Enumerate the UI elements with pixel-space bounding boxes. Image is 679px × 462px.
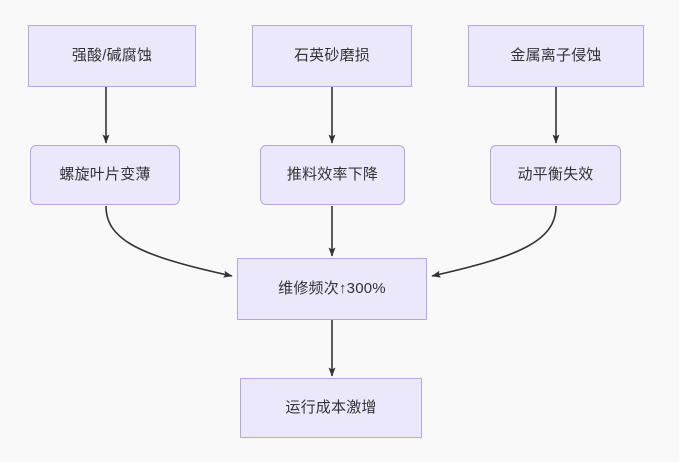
edge-balance-to-maintenance: [431, 205, 557, 278]
node-maintenance-frequency[interactable]: 维修频次↑300%: [237, 258, 427, 320]
node-label: 石英砂磨损: [293, 47, 370, 64]
node-cause-metal[interactable]: 金属离子侵蚀: [468, 25, 644, 87]
node-effect-blade[interactable]: 螺旋叶片变薄: [30, 145, 180, 205]
node-label: 动平衡失效: [517, 166, 594, 183]
node-label: 金属离子侵蚀: [510, 47, 602, 64]
node-effect-feed[interactable]: 推料效率下降: [260, 145, 405, 205]
node-operating-cost[interactable]: 运行成本激增: [240, 378, 422, 438]
node-cause-sand[interactable]: 石英砂磨损: [252, 25, 412, 87]
edge-blade-to-maintenance: [105, 205, 233, 278]
node-label: 运行成本激增: [285, 399, 377, 416]
node-label: 螺旋叶片变薄: [59, 166, 151, 183]
node-cause-acid[interactable]: 强酸/碱腐蚀: [28, 25, 196, 87]
node-label: 维修频次↑300%: [278, 280, 386, 297]
node-label: 推料效率下降: [286, 166, 379, 183]
node-label: 强酸/碱腐蚀: [71, 47, 153, 64]
node-effect-balance[interactable]: 动平衡失效: [490, 145, 621, 205]
